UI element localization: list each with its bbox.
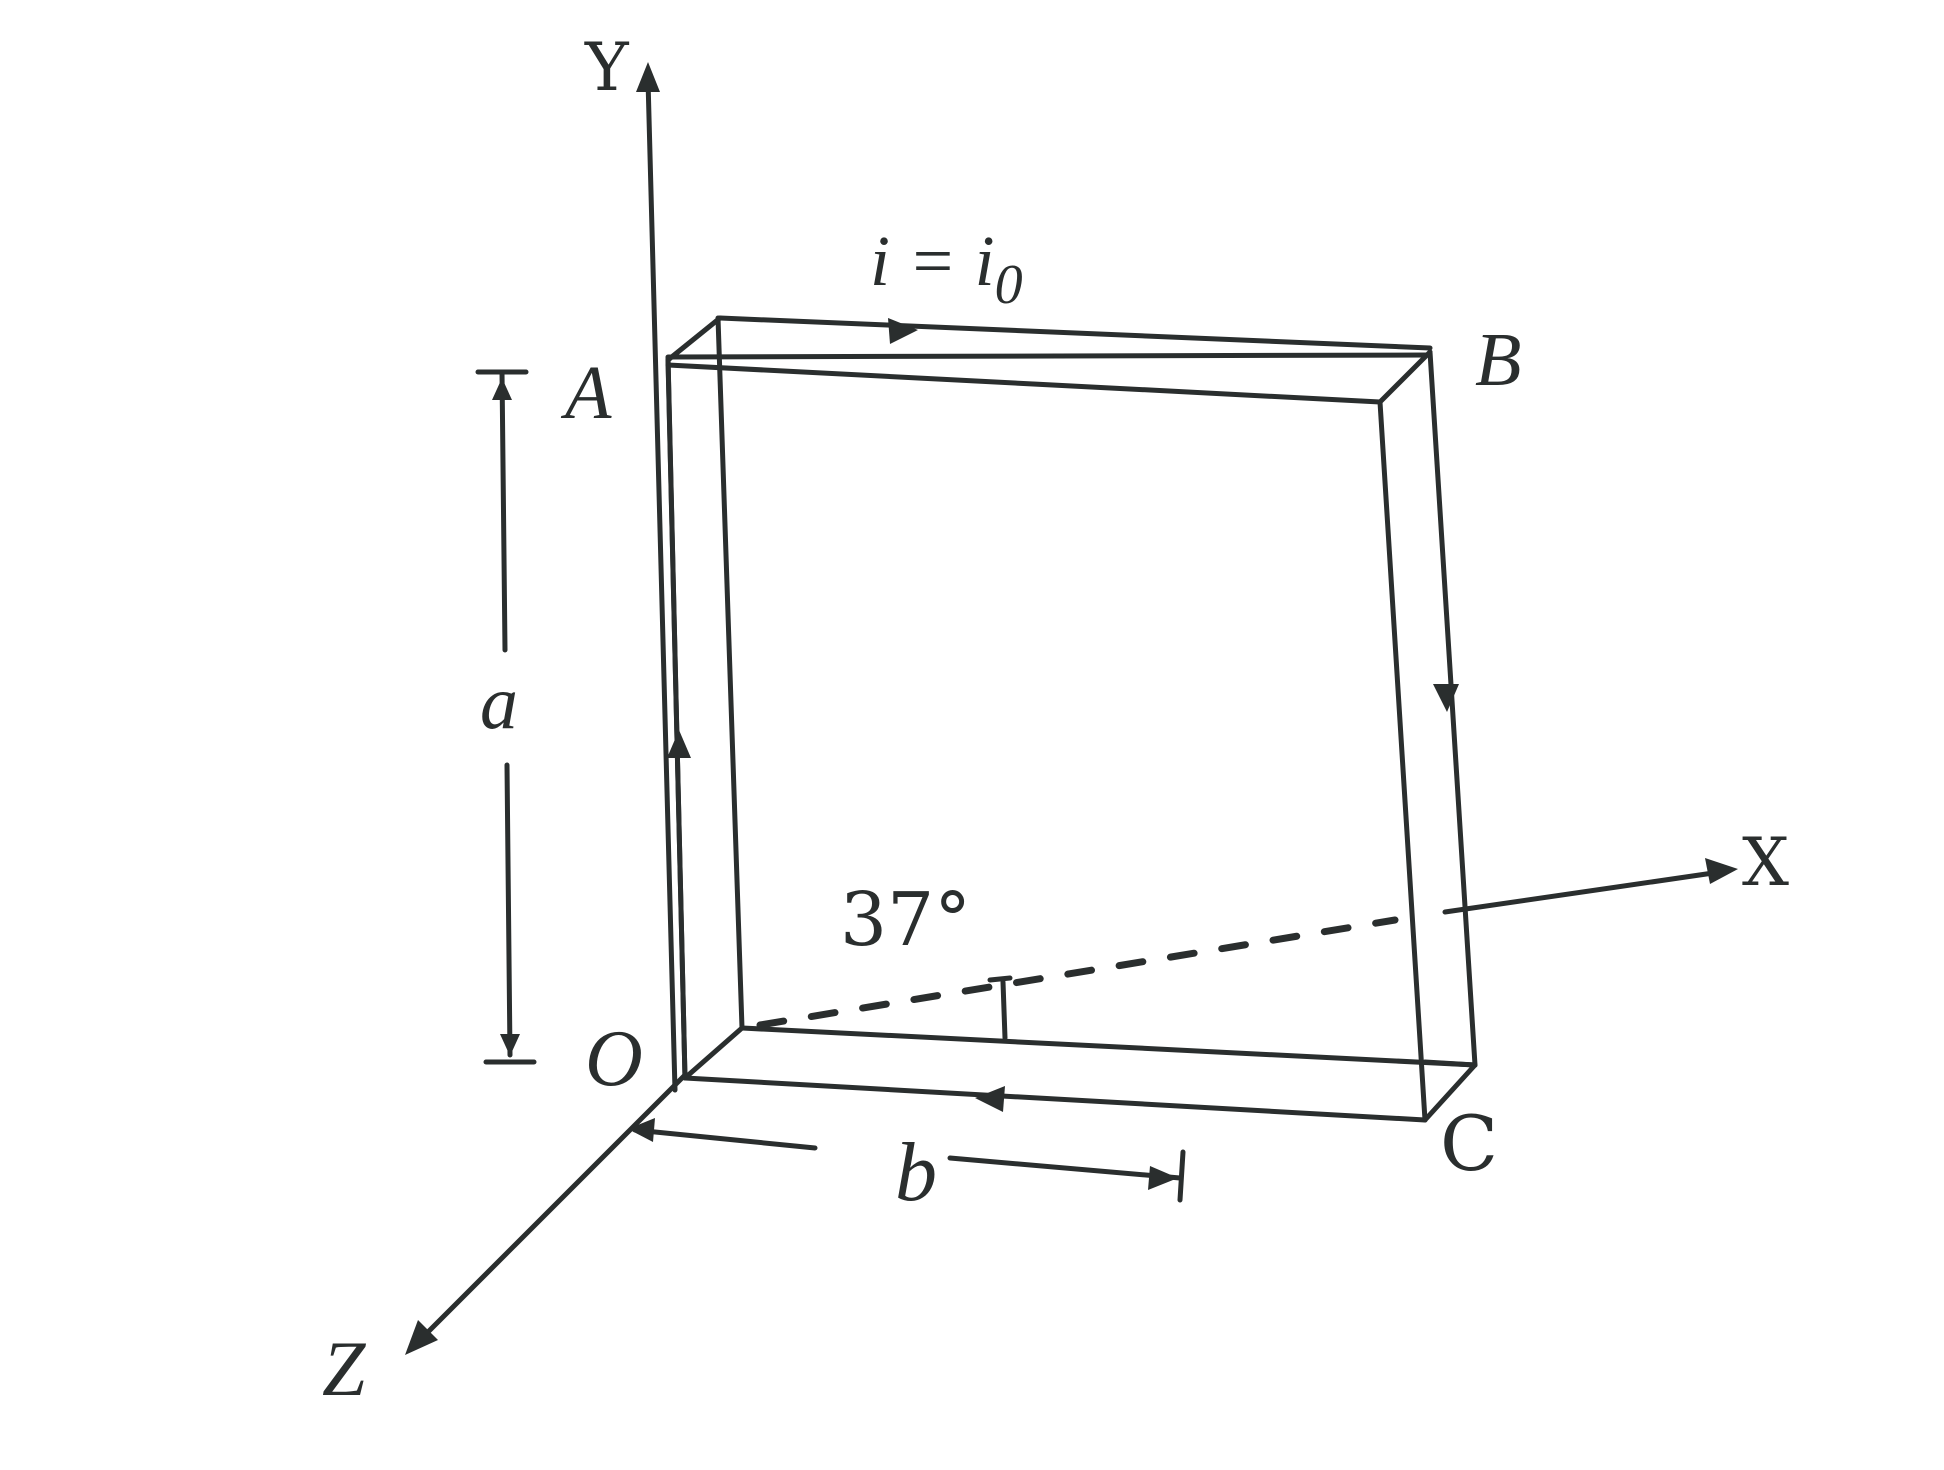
z-axis-arrowhead-icon: [405, 1320, 438, 1355]
arrow-up-icon: [667, 730, 691, 758]
y-axis-arrowhead-icon: [636, 62, 660, 92]
dimension-a: [475, 369, 537, 1065]
x-axis-label: X: [1742, 824, 1789, 901]
angle-tick: [1000, 979, 1008, 1041]
y-axis-label: Y: [584, 29, 630, 106]
z-axis: [405, 1072, 688, 1355]
arrow-left-icon: [975, 1086, 1005, 1112]
x-axis-arrowhead-icon: [1705, 858, 1738, 884]
dim-b-left-arrow-icon: [628, 1118, 655, 1142]
current-arrows: [667, 318, 1459, 1112]
vertex-b-label: B: [1475, 318, 1521, 402]
dimension-b-label: b: [895, 1126, 937, 1219]
arrow-down-icon: [1433, 684, 1459, 712]
x-axis: [756, 858, 1738, 1029]
vertex-c-label: C: [1440, 1099, 1498, 1188]
origin-label: O: [585, 1015, 643, 1103]
z-axis-label: Z: [322, 1325, 367, 1412]
dimension-b: [628, 1118, 1186, 1203]
angle-label: 37°: [840, 877, 971, 963]
vertex-a-label: A: [560, 351, 612, 435]
dimension-a-label: a: [480, 661, 518, 745]
current-loop: [665, 315, 1478, 1123]
current-label: i = i0: [870, 221, 1023, 316]
current-label-main: i = i: [870, 221, 995, 301]
current-label-subscript: 0: [995, 254, 1023, 316]
y-axis: [636, 62, 678, 1093]
dim-a-up-arrow-icon: [492, 378, 512, 400]
dim-a-down-arrow-icon: [500, 1034, 520, 1056]
dim-b-right-arrow-icon: [1148, 1166, 1178, 1190]
arrow-right-icon: [888, 318, 918, 344]
